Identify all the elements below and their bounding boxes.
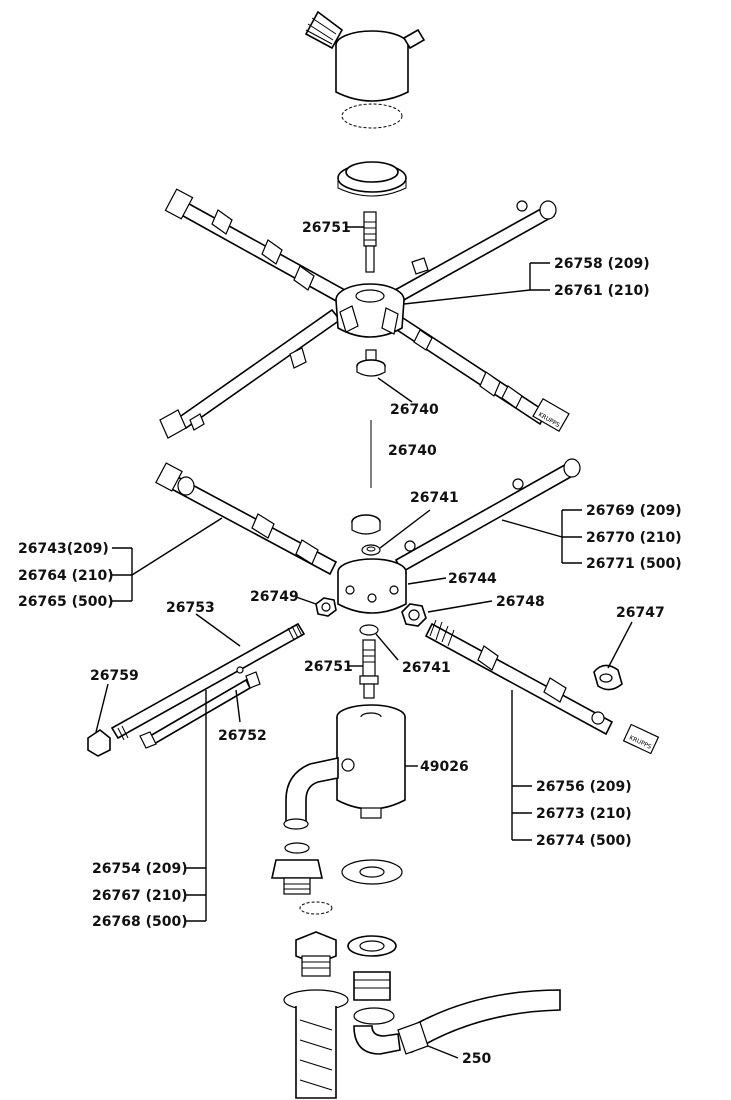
label-26741-lower: 26741 xyxy=(402,660,451,676)
part-49026-housing xyxy=(283,704,406,830)
label-250: 250 xyxy=(462,1051,491,1067)
label-26740-lower: 26740 xyxy=(388,443,437,459)
label-26741-upper: 26741 xyxy=(410,490,459,506)
part-26752-small-tube xyxy=(139,671,261,749)
label-26770: 26770 (210) xyxy=(586,530,682,546)
label-26765: 26765 (500) xyxy=(18,594,114,610)
label-26774: 26774 (500) xyxy=(536,833,632,849)
leader-lines xyxy=(95,226,633,1059)
label-26748: 26748 xyxy=(496,594,545,610)
lower-fittings xyxy=(271,842,561,1099)
upper-spray-arm-assembly: KRUPPS xyxy=(159,188,570,439)
part-26753-left-tube xyxy=(87,622,306,757)
label-26773: 26773 (210) xyxy=(536,806,632,822)
label-26752: 26752 xyxy=(218,728,267,744)
label-26756: 26756 (209) xyxy=(536,779,632,795)
label-26754: 26754 (209) xyxy=(92,861,188,877)
label-26753: 26753 xyxy=(166,600,215,616)
threaded-ring-part xyxy=(337,161,407,197)
label-26771: 26771 (500) xyxy=(586,556,682,572)
part-26751-lower-pin xyxy=(359,639,379,699)
inlet-elbow-part xyxy=(304,10,426,129)
label-26751-lower: 26751 xyxy=(304,659,353,675)
part-labels: 26751 26758 (209) 26761 (210) 26740 2674… xyxy=(18,220,682,1067)
label-26764: 26764 (210) xyxy=(18,568,114,584)
part-26740-upper-knob xyxy=(356,349,386,377)
label-26768: 26768 (500) xyxy=(92,914,188,930)
label-49026: 49026 xyxy=(420,759,469,775)
label-26769: 26769 (209) xyxy=(586,503,682,519)
label-26749: 26749 xyxy=(250,589,299,605)
label-26761: 26761 (210) xyxy=(554,283,650,299)
label-26740-upper: 26740 xyxy=(390,402,439,418)
label-26767: 26767 (210) xyxy=(92,888,188,904)
label-26759: 26759 xyxy=(90,668,139,684)
lower-spray-arm-assembly: KRUPPS xyxy=(155,458,660,755)
part-26751-top-pin xyxy=(363,211,377,273)
label-26751-top: 26751 xyxy=(302,220,351,236)
label-26743: 26743(209) xyxy=(18,541,109,557)
label-26744: 26744 xyxy=(448,571,497,587)
label-26747: 26747 xyxy=(616,605,665,621)
label-26758: 26758 (209) xyxy=(554,256,650,272)
